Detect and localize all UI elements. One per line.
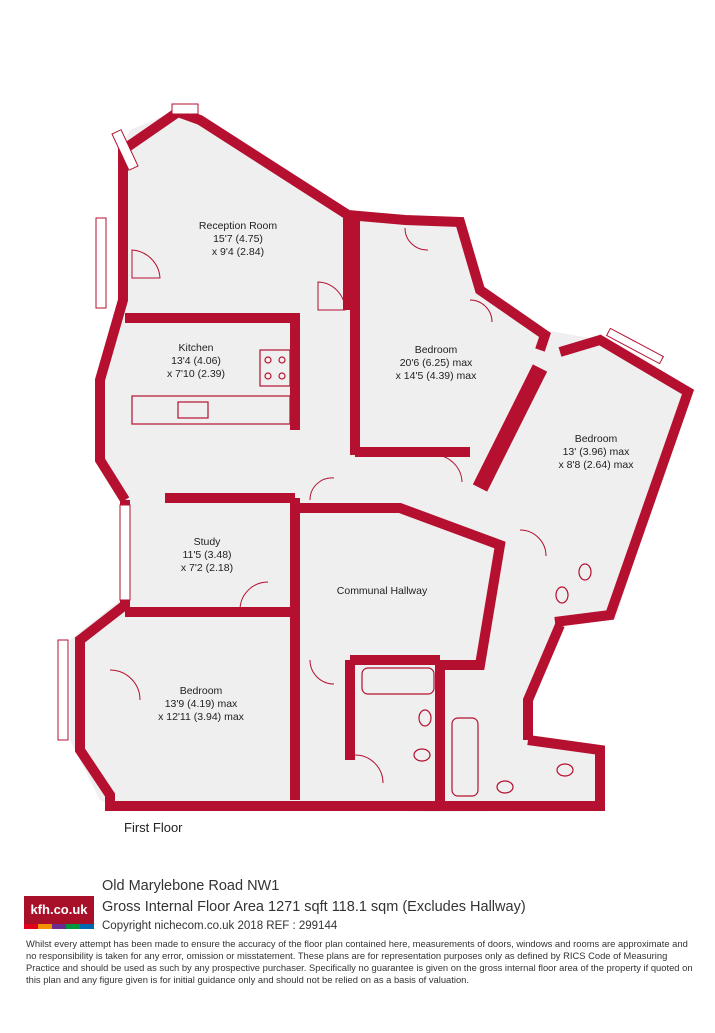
room-dimensions: x 9'4 (2.84) (212, 246, 264, 258)
room-label-kitchen: Kitchen 13'4 (4.06) x 7'10 (2.39) (167, 342, 225, 380)
basin-icon (496, 780, 514, 794)
room-name: Reception Room (199, 220, 277, 232)
room-label-study: Study 11'5 (3.48) x 7'2 (2.18) (181, 536, 233, 574)
logo-bar (38, 924, 52, 929)
hob-ring-icon (278, 356, 286, 364)
door-swing-icon (404, 227, 429, 251)
door-swing-icon (519, 529, 547, 557)
door-swing-icon (469, 299, 493, 323)
room-dimensions: x 7'10 (2.39) (167, 368, 225, 380)
room-name: Study (194, 536, 222, 548)
room-dimensions: x 8'8 (2.64) max (559, 459, 635, 471)
basin-icon (418, 709, 432, 727)
door-swing-icon (109, 669, 141, 701)
toilet-icon (555, 586, 569, 604)
window (57, 639, 69, 741)
bathtub-icon (451, 717, 479, 797)
logo-text: kfh.co.uk (24, 896, 94, 924)
room-label-bedroom-3: Bedroom 13'9 (4.19) max x 12'11 (3.94) m… (158, 685, 245, 723)
window (171, 103, 199, 115)
window (111, 129, 139, 171)
floor-plan: Reception Room 15'7 (4.75) x 9'4 (2.84) … (57, 103, 695, 812)
gross-internal-area: Gross Internal Floor Area 1271 sqft 118.… (102, 899, 526, 915)
logo-bar (52, 924, 66, 929)
door-swing-icon (317, 281, 346, 311)
logo-bar (24, 924, 38, 929)
wall-right-bottom (523, 623, 565, 740)
bathtub-icon (361, 667, 435, 695)
kfh-logo: kfh.co.uk (24, 896, 94, 932)
room-dimensions: x 14'5 (4.39) max (396, 370, 478, 382)
hob-ring-icon (278, 372, 286, 380)
room-label-reception: Reception Room 15'7 (4.75) x 9'4 (2.84) (199, 220, 277, 258)
door-swing-icon (309, 477, 335, 501)
basin-icon (578, 563, 592, 581)
logo-bar (80, 924, 94, 929)
wall-chimney (472, 364, 548, 492)
room-dimensions: x 7'2 (2.18) (181, 562, 233, 574)
wall-communal (298, 503, 506, 670)
wall-bottom (75, 500, 605, 811)
floor-fill (70, 110, 690, 812)
toilet-icon (413, 748, 431, 762)
window (95, 217, 107, 309)
window (119, 504, 131, 601)
room-label-bedroom-2: Bedroom 13' (3.96) max x 8'8 (2.64) max (559, 433, 635, 471)
room-label-communal-hallway: Communal Hallway (337, 585, 428, 597)
doors (109, 227, 547, 784)
window (605, 327, 665, 365)
room-dimensions: 11'5 (3.48) (182, 549, 231, 561)
door-swing-icon (354, 754, 384, 784)
windows (57, 103, 665, 741)
room-dimensions: 13'9 (4.19) max (165, 698, 238, 710)
hob-ring-icon (264, 356, 272, 364)
room-name: Bedroom (180, 685, 223, 697)
door-swing-icon (131, 249, 161, 279)
wall-bedroom2-outer (554, 334, 695, 627)
room-dimensions: 15'7 (4.75) (213, 233, 263, 245)
room-dimensions: 20'6 (6.25) max (400, 357, 473, 369)
disclaimer: Whilst every attempt has been made to en… (26, 938, 693, 985)
floor-label: First Floor (124, 820, 183, 835)
room-dimensions: 13' (3.96) max (563, 446, 631, 458)
wall-reception-outer (118, 106, 353, 310)
hob-ring-icon (264, 372, 272, 380)
wall-bedroom1-top (347, 210, 551, 352)
logo-bar (66, 924, 80, 929)
room-label-bedroom-1: Bedroom 20'6 (6.25) max x 14'5 (4.39) ma… (396, 344, 478, 382)
wall-kitchen-left (95, 210, 130, 503)
room-name: Bedroom (575, 433, 618, 445)
kitchen-worktop (131, 395, 291, 425)
door-swing-icon (309, 659, 335, 685)
fixtures (131, 349, 592, 797)
toilet-icon (556, 763, 574, 777)
copyright: Copyright nichecom.co.uk 2018 REF : 2991… (102, 920, 338, 932)
property-address: Old Marylebone Road NW1 (102, 878, 280, 894)
door-swing-icon (239, 581, 269, 611)
walls (75, 106, 695, 811)
door-swing-icon (434, 454, 463, 483)
room-dimensions: 13'4 (4.06) (171, 355, 221, 367)
floor-area (70, 110, 690, 812)
room-name: Communal Hallway (337, 585, 428, 597)
room-dimensions: x 12'11 (3.94) max (158, 711, 245, 723)
room-name: Kitchen (178, 342, 213, 354)
logo-color-bars (24, 924, 94, 929)
hob-icon (259, 349, 291, 387)
room-name: Bedroom (415, 344, 458, 356)
sink-icon (177, 401, 209, 419)
